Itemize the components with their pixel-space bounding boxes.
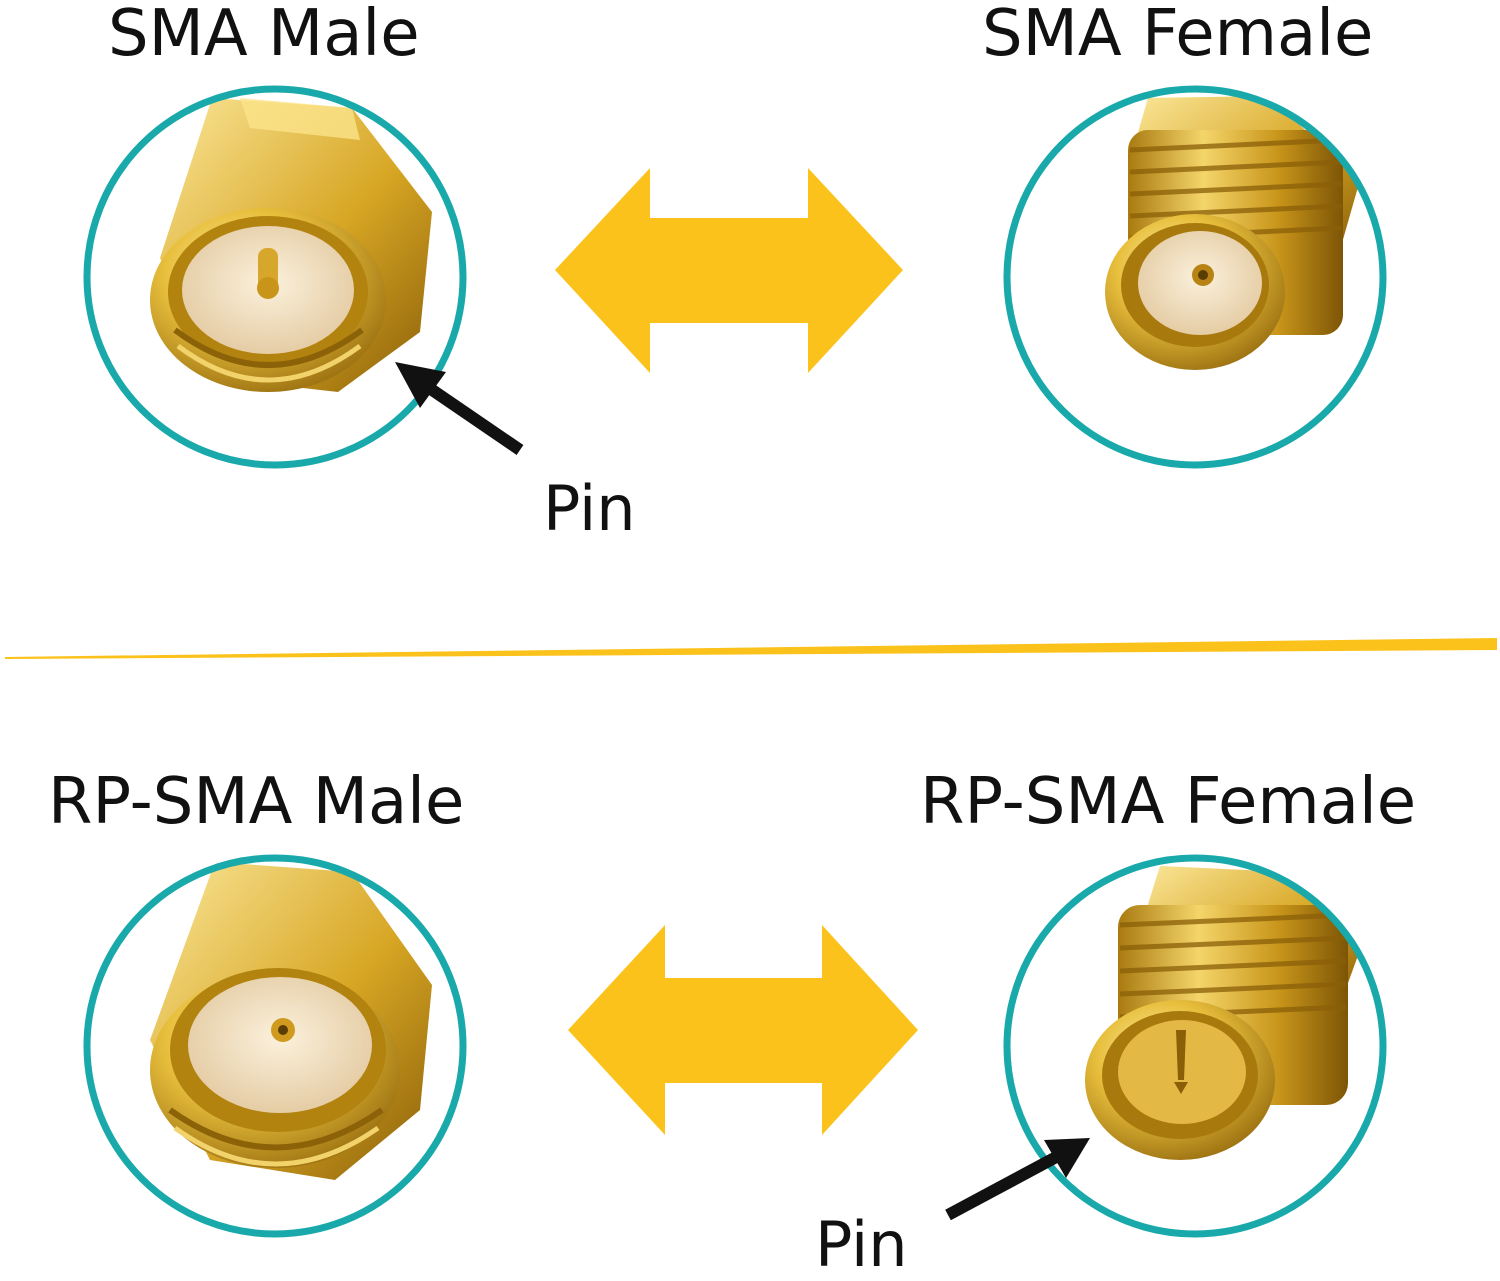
sma-male-pin-label: Pin (543, 472, 636, 545)
rp-sma-female-ring (1003, 854, 1387, 1238)
rp-sma-female-pin-label: Pin (815, 1208, 908, 1281)
section-divider (5, 638, 1497, 659)
sma-female-photo (1105, 96, 1360, 370)
double-arrow-icon (568, 925, 918, 1135)
pointer-arrow-icon (395, 362, 524, 455)
sma-male-photo (150, 98, 432, 392)
sma-male-ring (83, 85, 467, 469)
double-arrow-icon (555, 168, 903, 373)
pointer-arrow-icon (945, 1138, 1090, 1221)
rp-sma-male-ring (83, 854, 467, 1238)
rp-sma-male-photo (150, 862, 432, 1180)
rp-sma-female-photo (1085, 866, 1360, 1160)
sma-female-ring (1003, 85, 1387, 469)
rp-sma-male-title: RP-SMA Male (48, 765, 465, 839)
sma-female-title: SMA Female (982, 0, 1374, 71)
sma-male-title: SMA Male (108, 0, 420, 71)
rp-sma-female-title: RP-SMA Female (920, 765, 1417, 839)
